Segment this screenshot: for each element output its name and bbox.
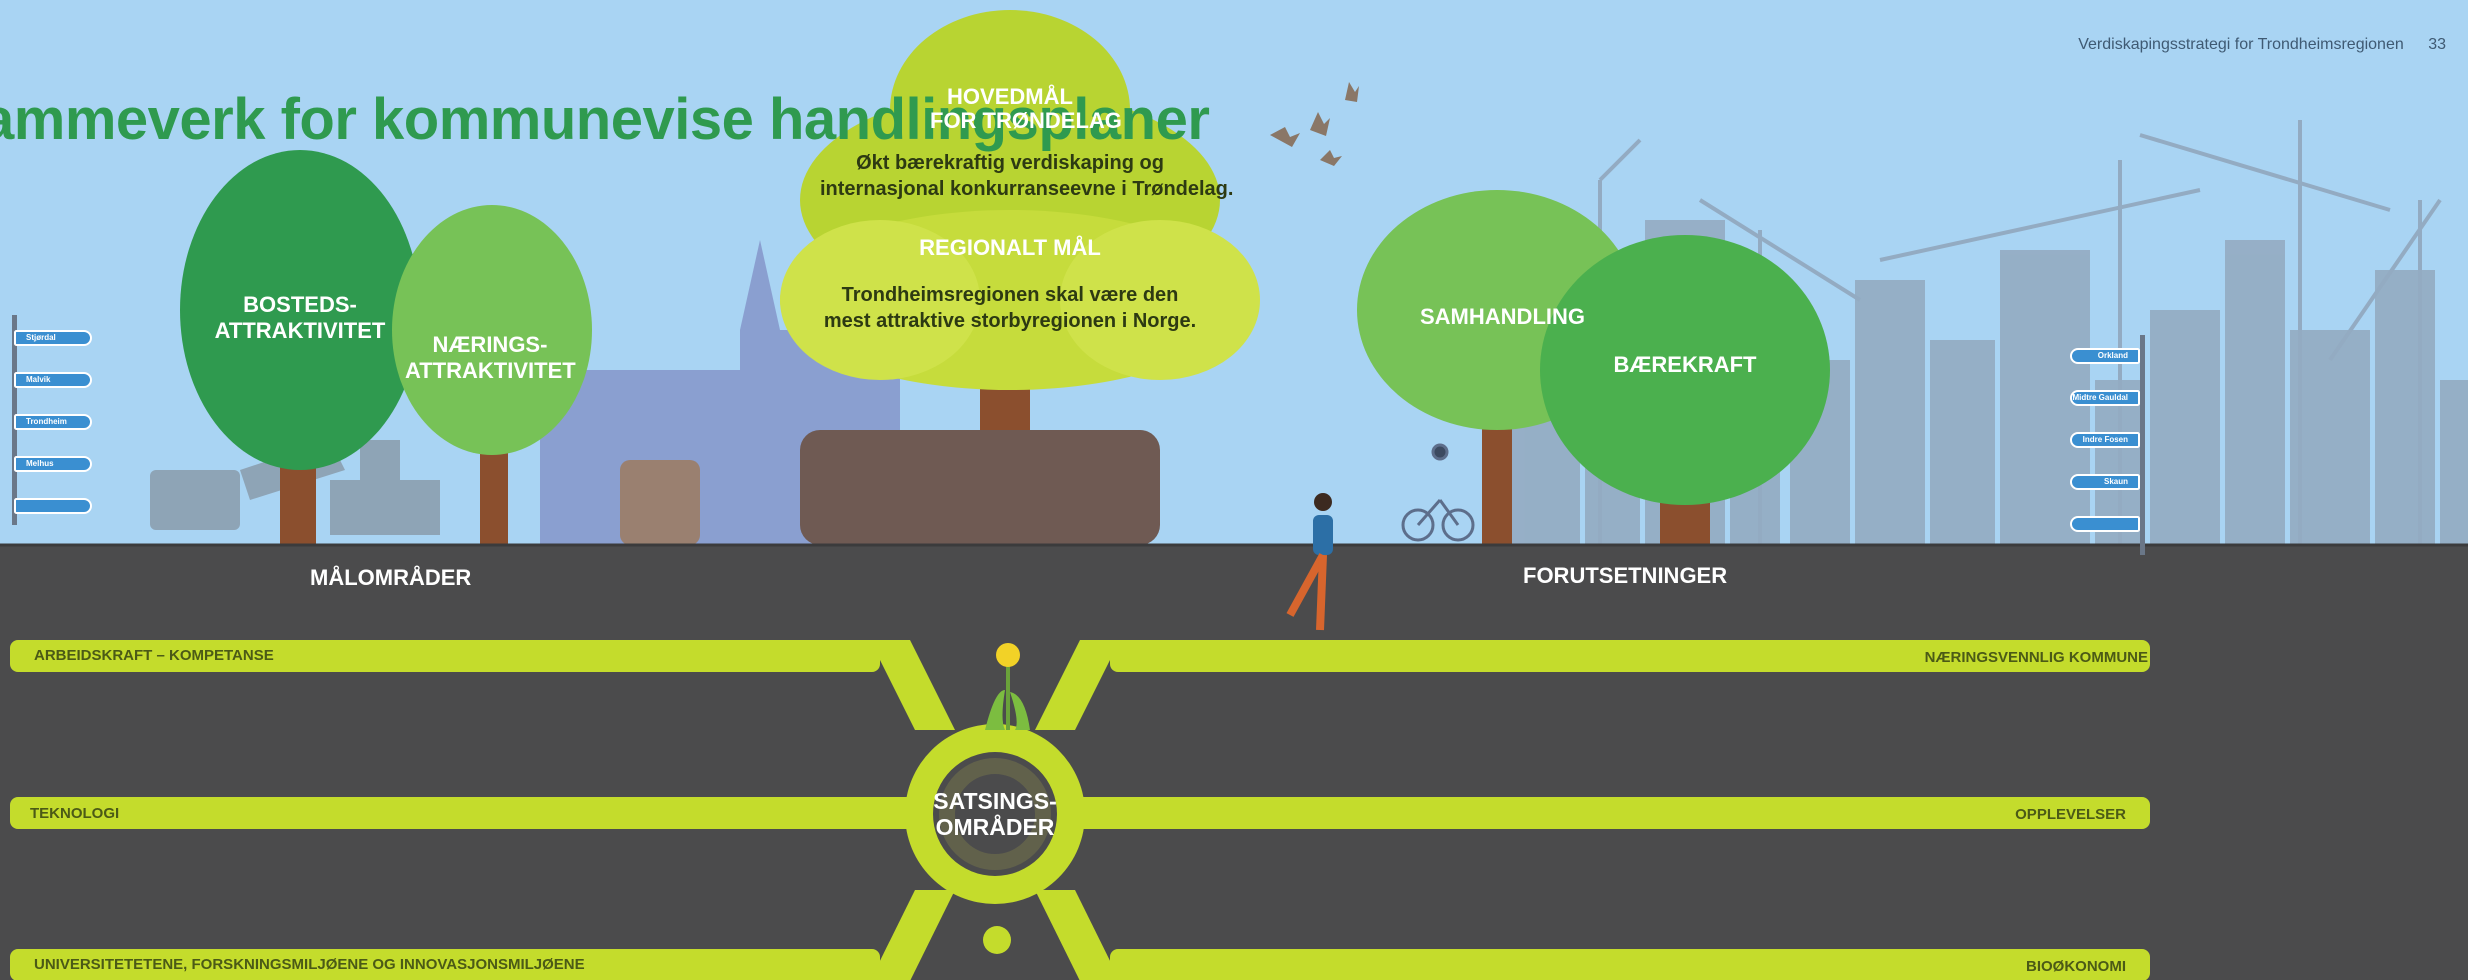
right-sign-2: Midtre Gauldal [2070, 390, 2140, 406]
cyclist-icon [1401, 443, 1475, 542]
section-label-malomrader: MÅLOMRÅDER [310, 565, 472, 590]
tree-naerings [392, 205, 592, 545]
main-goal-title-line2: FOR TRØNDELAG [930, 108, 1122, 133]
main-goal-title: HOVEDMÅL FOR TRØNDELAG [930, 84, 1122, 133]
regional-goal-text-line1: Trondheimsregionen skal være den [841, 284, 1179, 306]
left-sign-label-1: Stjørdal [26, 333, 56, 342]
road-label-left-3: UNIVERSITETETENE, FORSKNINGSMILJØENE OG … [34, 956, 585, 973]
page-header: Verdiskapingsstrategi for Trondheimsregi… [2058, 36, 2446, 54]
left-sign-2: Malvik [14, 372, 92, 388]
right-sign-1: Orkland [2070, 348, 2140, 364]
runner-icon [1286, 493, 1333, 631]
dandelion-icon [985, 643, 1030, 730]
regional-goal-text: Trondheimsregionen skal være den mest at… [820, 282, 1200, 334]
right-sign-3: Indre Fosen [2070, 432, 2140, 448]
tree-label-naerings-line2: ATTRAKTIVITET [405, 358, 576, 383]
road-label-left-1: ARBEIDSKRAFT – KOMPETANSE [34, 647, 274, 664]
tree-label-bosteds-line2: ATTRAKTIVITET [214, 318, 386, 343]
page-number: 33 [2428, 36, 2446, 53]
tree-label-samhandling: SAMHANDLING [1420, 304, 1585, 329]
document-title: Verdiskapingsstrategi for Trondheimsregi… [2078, 36, 2404, 53]
tree-label-naerings-line1: NÆRINGS- [432, 332, 548, 357]
right-sign-5 [2070, 516, 2140, 532]
right-sign-label-2: Midtre Gauldal [2072, 393, 2128, 402]
road-network [10, 640, 2150, 980]
tree-baerekraft [1540, 235, 1830, 545]
birds-icon [1270, 82, 1359, 166]
center-label-line2: OMRÅDER [935, 814, 1055, 840]
tree-label-bosteds-line1: BOSTEDS- [243, 292, 357, 317]
right-sign-label-3: Indre Fosen [2082, 435, 2128, 444]
center-label: SATSINGS- OMRÅDER [925, 788, 1065, 840]
right-sign-4: Skaun [2070, 474, 2140, 490]
main-goal-text-line2: internasjonal konkurranseevne i Trøndela… [820, 178, 1234, 200]
sign-post-right [2140, 335, 2145, 555]
tree-label-naerings: NÆRINGS- ATTRAKTIVITET [405, 332, 576, 384]
road-label-right-1: NÆRINGSVENNLIG KOMMUNE [1924, 649, 2148, 666]
tree-label-baerekraft: BÆREKRAFT [1613, 352, 1757, 377]
ground [0, 545, 2468, 980]
left-sign-1: Stjørdal [14, 330, 92, 346]
main-goal-title-line1: HOVEDMÅL [947, 84, 1073, 109]
right-sign-label-4: Skaun [2103, 477, 2128, 486]
center-label-line1: SATSINGS- [933, 788, 1057, 814]
main-goal-text-line1: Økt bærekraftig verdiskaping og [856, 152, 1164, 174]
road-label-right-3: BIOØKONOMI [2026, 958, 2126, 975]
main-goal-text: Økt bærekraftig verdiskaping og internas… [820, 150, 1234, 202]
road-label-right-2: OPPLEVELSER [2015, 806, 2126, 823]
page-title: ammeverk for kommunevise handlingsplaner [0, 87, 1210, 152]
left-sign-label-4: Melhus [26, 459, 54, 468]
left-sign-label-2: Malvik [26, 375, 51, 384]
section-label-forutsetninger: FORUTSETNINGER [1523, 563, 1728, 588]
left-sign-3: Trondheim [14, 414, 92, 430]
tree-bosteds [180, 150, 420, 545]
left-sign-5 [14, 498, 92, 514]
regional-goal-text-line2: mest attraktive storbyregionen i Norge. [823, 310, 1197, 332]
left-sign-4: Melhus [14, 456, 92, 472]
regional-goal-title: REGIONALT MÅL [919, 235, 1101, 260]
tree-goal [780, 10, 1260, 545]
left-sign-label-3: Trondheim [26, 417, 67, 426]
tree-label-bosteds: BOSTEDS- ATTRAKTIVITET [210, 292, 390, 344]
road-label-left-2: TEKNOLOGI [30, 805, 120, 822]
crowd-icon [620, 430, 1160, 545]
right-sign-label-1: Orkland [2097, 351, 2128, 360]
